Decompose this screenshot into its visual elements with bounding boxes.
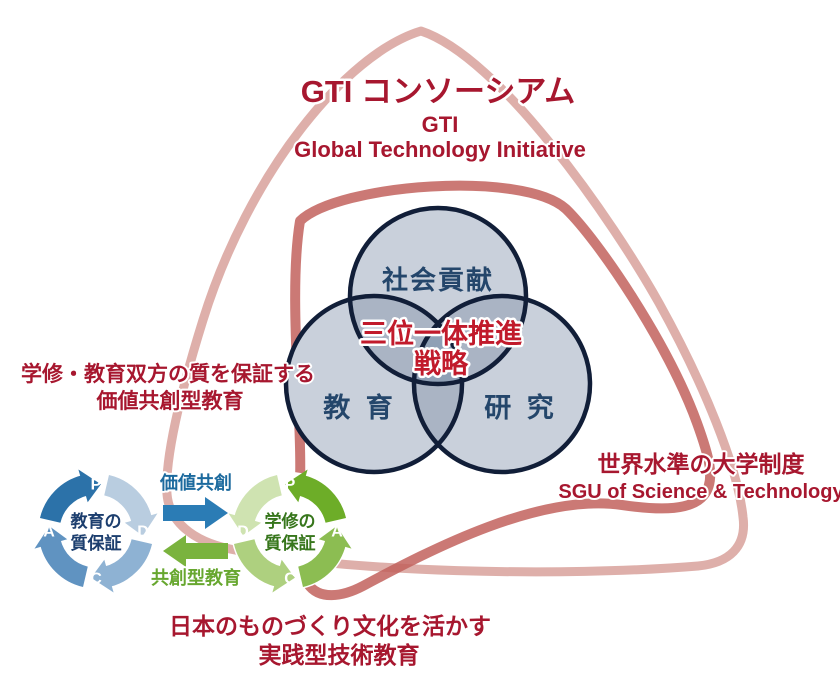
left-callout-line1: 学修・教育双方の質を保証する (21, 362, 315, 386)
pdca-arc (40, 539, 89, 588)
pdca-education-label-line1: 教育の (70, 511, 122, 531)
pdca-letter-D: D (137, 524, 149, 541)
venn-circle-education-border (283, 293, 465, 475)
venn-overlap-society-research (414, 296, 526, 384)
venn-label-education: 教 育 (323, 392, 397, 423)
pdca-arc (234, 474, 283, 523)
right-callout-line2: SGU of Science & Technology (558, 481, 840, 503)
pdca-arc (39, 475, 88, 524)
venn-center-strategy-line2: 戦略 (414, 348, 469, 379)
pdca-arrowhead (272, 559, 295, 593)
pdca-arc (103, 474, 152, 523)
pdca-arrowhead (34, 526, 68, 549)
pdca-cycle-learning: P A C D (228, 469, 352, 593)
outer-triangle-outline (162, 26, 749, 577)
venn-label-society: 社会貢献 (382, 265, 494, 295)
pdca-cycle-education: P D C A (34, 469, 158, 593)
venn-circle-research-border (411, 293, 593, 475)
pdca-arc (297, 539, 346, 588)
cocreation-education-arrow-left (163, 535, 228, 567)
exchange-top-label: 価値共創 (159, 472, 232, 493)
venn-overlap-society-education (350, 296, 462, 384)
bottom-callout-line1: 日本のものづくり文化を活かす (169, 613, 491, 639)
pdca-letter-P: P (91, 477, 102, 494)
diagram-title: GTI コンソーシアム (301, 74, 575, 109)
exchange-bottom-label: 共創型教育 (151, 567, 241, 588)
venn-diagram: 社会貢献 教 育 研 究 三位一体推進 戦略 (283, 205, 593, 475)
right-callout-line1: 世界水準の大学制度 (598, 451, 806, 477)
pdca-letter-D: D (237, 524, 249, 541)
pdca-arrowhead (228, 513, 262, 536)
venn-label-research: 研 究 (484, 392, 558, 423)
diagram-subtitle-gti: GTI (422, 112, 459, 137)
pdca-arc (233, 538, 282, 587)
pdca-learning-label-line1: 学修の (265, 511, 316, 531)
pdca-letter-C: C (284, 571, 296, 588)
pdca-letter-C: C (90, 571, 102, 588)
pdca-arc (104, 538, 153, 587)
pdca-letter-A: A (43, 524, 55, 541)
pdca-arrowhead (285, 469, 308, 503)
pdca-arrowhead (318, 526, 352, 549)
pdca-education-label-line2: 質保証 (71, 533, 122, 553)
venn-circle-society-border (347, 205, 529, 387)
pdca-learning-label-line2: 質保証 (265, 533, 316, 553)
left-callout-line2: 価値共創型教育 (96, 389, 244, 413)
venn-center-strategy-line1: 三位一体推進 (360, 318, 522, 349)
pdca-letter-A: A (331, 524, 343, 541)
bottom-callout-line2: 実践型技術教育 (259, 642, 420, 668)
diagram-subtitle-global: Global Technology Initiative (294, 137, 586, 162)
pdca-arc (298, 475, 347, 524)
value-cocreation-arrow-right (163, 497, 228, 529)
pdca-letter-P: P (285, 477, 296, 494)
pdca-arrowhead (124, 513, 158, 536)
pdca-arrowhead (78, 469, 101, 503)
pdca-arrowhead (91, 559, 114, 593)
